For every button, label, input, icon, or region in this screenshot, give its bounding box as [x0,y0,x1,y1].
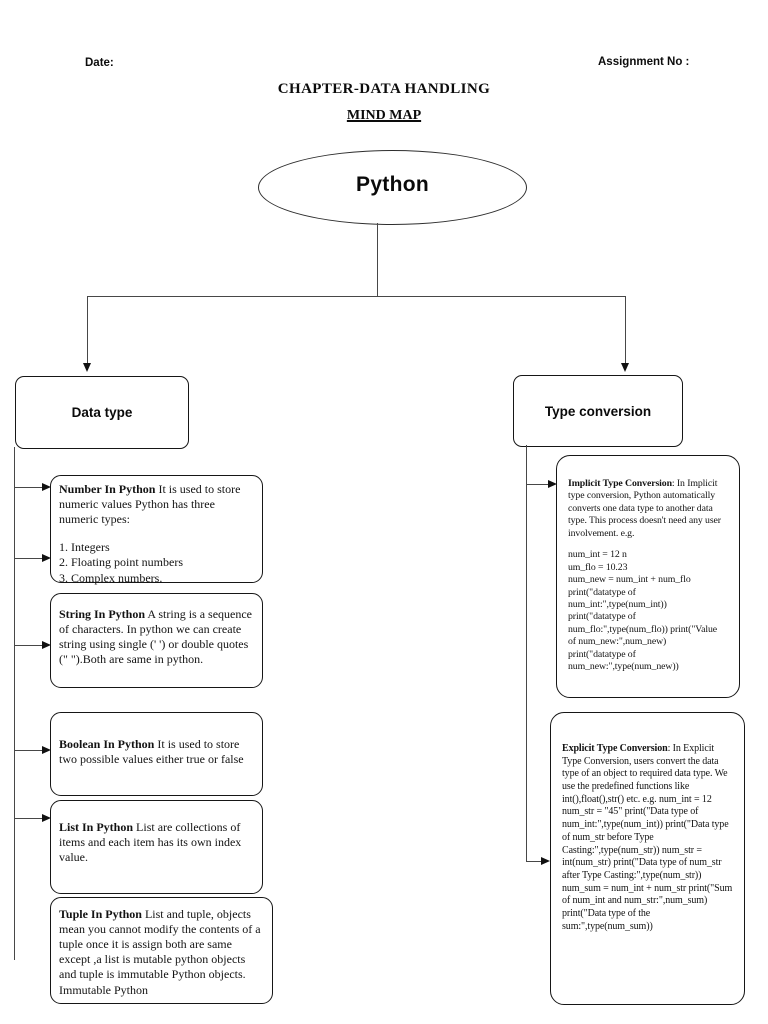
tuple-note-title: Tuple In Python [59,907,142,921]
root-node-ellipse: Python [258,150,527,225]
note-boolean-in-python: Boolean In Python It is used to store tw… [50,712,263,796]
note-list-in-python: List In Python List are collections of i… [50,800,263,894]
arrowhead-list [42,814,51,822]
connector-number-arrow-line-2 [14,558,42,560]
note-explicit-type-conversion: Explicit Type Conversion: In Explicit Ty… [550,712,745,1005]
assignment-no-label: Assignment No : [598,56,690,68]
note-string-in-python: String In Python A string is a sequence … [50,593,263,688]
explicit-note-title: Explicit Type Conversion [562,743,668,754]
number-note-title: Number In Python [59,482,156,496]
connector-left-drop [87,296,89,363]
type-conversion-label: Type conversion [544,403,652,419]
connector-implicit-arrow-line [526,484,549,486]
connector-root-drop [377,223,379,296]
connector-right-drop [625,296,627,363]
string-note-body: A string is a sequence of characters. In… [59,607,253,667]
implicit-note-code: num_int = 12 n um_flo = 10.23 num_new = … [568,549,718,673]
mindmap-title: MIND MAP [346,108,422,123]
connector-main-horizontal [87,296,626,298]
arrowhead-implicit [548,480,557,488]
connector-number-arrow-line-1 [14,487,42,489]
arrowhead-number-1 [42,483,51,491]
branch-box-data-type: Data type [15,376,189,449]
arrowhead-left-branch [83,363,91,372]
arrowhead-number-2 [42,554,51,562]
connector-list-arrow-line [14,818,42,820]
note-tuple-in-python: Tuple In Python List and tuple, objects … [50,897,273,1004]
string-note-title: String In Python [59,607,146,621]
tuple-note-body: List and tuple, objects mean you cannot … [59,907,261,997]
chapter-title: CHAPTER-DATA HANDLING [277,81,491,97]
connector-boolean-arrow-line [14,750,42,752]
arrowhead-string [42,641,51,649]
list-note-body: List are collections of items and each i… [59,820,242,865]
note-implicit-type-conversion: Implicit Type Conversion: In Implicit ty… [556,455,740,698]
boolean-note-body: It is used to store two possible values … [59,737,244,767]
implicit-note-title: Implicit Type Conversion [568,478,672,489]
arrowhead-right-branch [621,363,629,372]
root-node-label: Python [356,172,429,196]
number-note-list: 1. Integers 2. Floating point numbers 3.… [59,540,183,585]
connector-left-spine [14,447,16,960]
branch-box-type-conversion: Type conversion [513,375,683,447]
date-label: Date: [85,57,114,69]
note-number-in-python: Number In Python It is used to store num… [50,475,263,585]
list-note-title: List In Python [59,820,134,834]
data-type-label: Data type [71,405,133,420]
boolean-note-title: Boolean In Python [59,737,155,751]
number-note-body: It is used to store numeric values Pytho… [59,482,241,527]
explicit-note-body: : In Explicit Type Conversion, users con… [562,743,733,932]
connector-explicit-arrow-line [526,861,542,863]
connector-string-arrow-line [14,645,42,647]
implicit-note-body: : In Implicit type conversion, Python au… [568,478,721,539]
arrowhead-explicit [541,857,550,865]
connector-right-spine [526,445,528,862]
arrowhead-boolean [42,746,51,754]
